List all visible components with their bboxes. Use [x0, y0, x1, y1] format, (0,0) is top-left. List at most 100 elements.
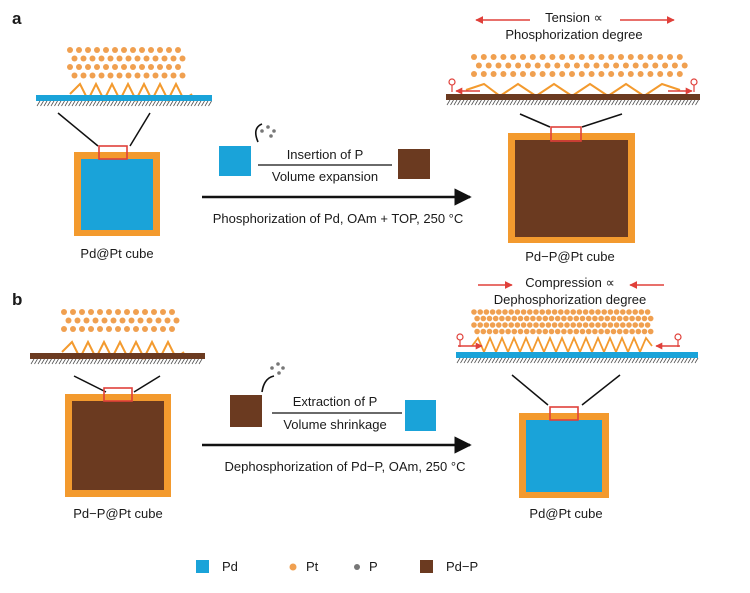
hatch-line	[128, 358, 133, 365]
pt-atom	[539, 309, 545, 315]
panel-a-label: a	[12, 9, 22, 28]
pt-atom	[517, 328, 524, 335]
pt-atom	[130, 64, 136, 70]
hatch-line	[555, 99, 559, 106]
hatch-line	[132, 358, 136, 365]
hatch-line	[600, 357, 604, 364]
pt-atom	[490, 54, 497, 60]
pt-atom	[549, 71, 556, 77]
pt-atom	[170, 72, 177, 79]
pt-atom	[505, 62, 512, 69]
pt-atom	[632, 62, 639, 69]
panel-a-reaction: Insertion of P Volume expansion Phosphor…	[202, 123, 472, 226]
pt-atom	[500, 71, 507, 77]
hatch-line	[145, 100, 149, 107]
hatch-line	[684, 357, 688, 364]
hatch-line	[586, 357, 590, 364]
hatch-line	[492, 99, 496, 106]
hatch-line	[471, 99, 475, 106]
pt-atom	[125, 55, 132, 62]
hatch-line	[604, 99, 608, 106]
pt-atom-cluster	[61, 309, 180, 332]
pt-atom	[61, 309, 67, 315]
pt-atom	[101, 317, 108, 324]
pt-atom	[175, 64, 181, 70]
hatch-line	[470, 357, 475, 364]
pt-atom	[499, 315, 505, 322]
hatch-line	[547, 357, 552, 364]
hatch-line	[478, 99, 482, 106]
hatch-line	[596, 357, 601, 364]
pt-atom	[510, 71, 517, 77]
pt-atom	[155, 317, 162, 324]
pt-atom	[157, 47, 163, 53]
hatch-line	[68, 100, 72, 107]
hatch-line	[92, 100, 97, 107]
hatch-line	[502, 99, 507, 106]
hatch-line	[548, 99, 552, 106]
pt-atom	[125, 72, 132, 79]
hatch-line	[656, 99, 661, 106]
panel-a-arrow-top-label: Insertion of P	[287, 147, 364, 162]
pt-atom	[173, 317, 180, 324]
pt-atom	[505, 315, 511, 322]
pt-atom	[647, 54, 654, 60]
pt-atom	[530, 315, 536, 322]
hatch-line	[62, 358, 66, 365]
hatch-line	[107, 358, 112, 365]
hatch-line	[162, 100, 167, 107]
hatch-line	[72, 358, 77, 365]
pt-atom	[161, 72, 168, 79]
pt-atom	[160, 326, 166, 332]
pt-atom	[110, 317, 117, 324]
hatch-line	[464, 99, 468, 106]
pt-atom	[137, 317, 144, 324]
hatch-line	[30, 358, 35, 365]
hatch-line	[149, 358, 154, 365]
hatch-line	[159, 100, 163, 107]
pt-atom	[676, 54, 683, 60]
pt-atom	[520, 322, 527, 328]
pt-atom	[142, 326, 148, 332]
pt-atom	[598, 328, 604, 335]
pt-atom	[644, 322, 651, 328]
hatch-line	[600, 99, 605, 106]
pt-atom	[570, 309, 576, 315]
pt-atom	[607, 322, 614, 328]
hatch-line	[43, 100, 48, 107]
panel-a-right-caption: Pd−P@Pt cube	[525, 249, 614, 264]
pt-atom	[496, 309, 502, 315]
pt-atom	[647, 328, 654, 335]
hatch-line	[485, 99, 489, 106]
hatch-line	[688, 99, 692, 106]
hatch-line	[99, 100, 104, 107]
pt-atom	[534, 62, 541, 69]
hatch-line	[134, 100, 139, 107]
pt-atom	[579, 328, 586, 335]
pt-atom	[620, 309, 626, 315]
legend-swatch-p	[354, 564, 360, 570]
pt-atom	[80, 55, 87, 62]
hatch-line	[509, 357, 513, 364]
pt-atom	[143, 55, 150, 62]
hatch-line	[153, 358, 157, 365]
pt-atom	[539, 71, 546, 77]
pt-atom	[107, 55, 114, 62]
pt-atom	[80, 72, 87, 79]
pt-atom	[94, 47, 100, 53]
pt-atom	[152, 72, 159, 79]
pt-atom	[527, 309, 533, 315]
hatch-line	[677, 99, 682, 106]
pt-atom	[638, 322, 645, 328]
pt-atom	[567, 315, 573, 322]
hatch-line	[456, 357, 461, 364]
panel-b-arrow-bottom-label: Volume shrinkage	[283, 417, 386, 432]
panel-a-left-inset	[36, 47, 212, 147]
hatch-line	[512, 357, 517, 364]
hatch-line	[653, 99, 657, 106]
hatch-line	[177, 358, 182, 365]
hatch-line	[674, 99, 678, 106]
pt-atom	[134, 55, 141, 62]
pt-atom	[569, 54, 575, 60]
pt-atom	[130, 47, 136, 53]
